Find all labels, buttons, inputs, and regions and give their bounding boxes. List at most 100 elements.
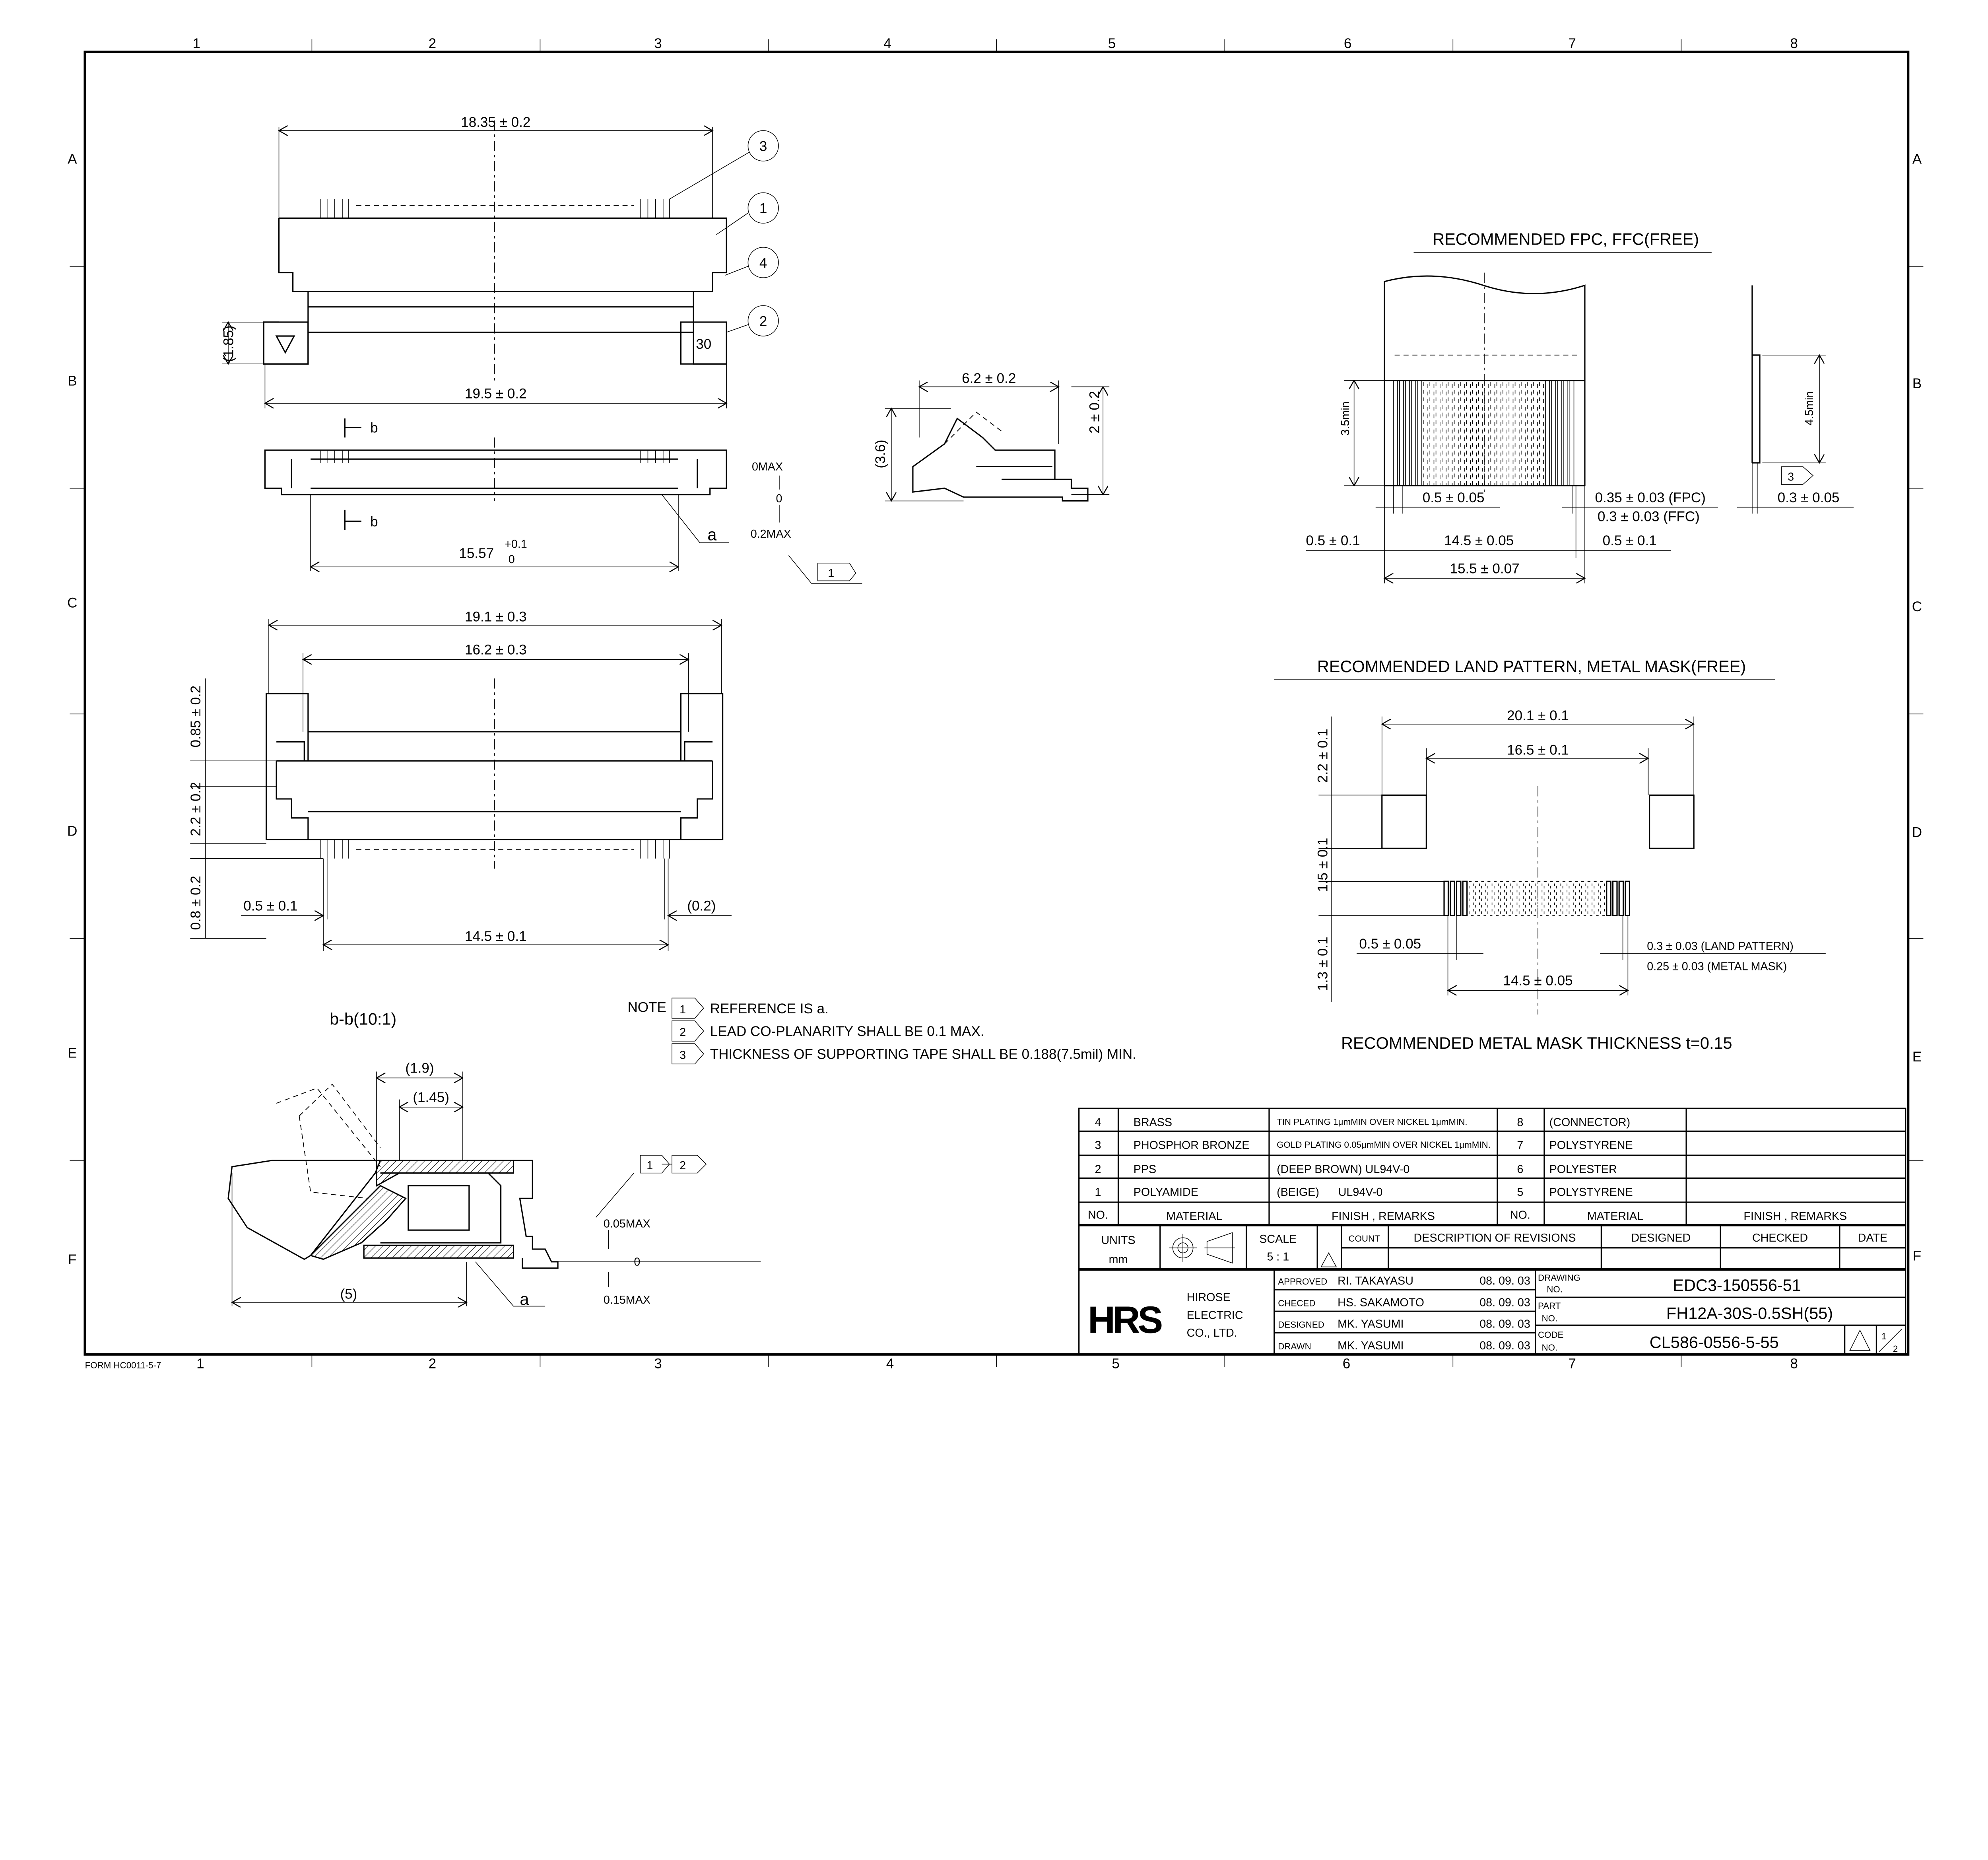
fpc-contact	[1521, 380, 1526, 486]
dim1: (1.9)	[405, 1061, 434, 1076]
material-name: POLYESTER	[1549, 1163, 1617, 1176]
land-pad	[1569, 881, 1574, 916]
fpc-contact	[1423, 380, 1428, 486]
header-material: MATERIAL	[1166, 1210, 1222, 1223]
column-label: 6	[1343, 1356, 1351, 1372]
rev-header-checked: CHECKED	[1752, 1232, 1808, 1244]
section-title: b-b(10:1)	[330, 1010, 396, 1028]
dim-v1: 0.85 ± 0.2	[188, 686, 204, 748]
material-name: PPS	[1134, 1163, 1156, 1176]
land-pad	[1625, 880, 1631, 916]
fpc-contact	[1514, 380, 1520, 486]
rev-header-description: DESCRIPTION OF REVISIONS	[1414, 1232, 1576, 1244]
fpc-contact	[1405, 380, 1410, 486]
svg-text:HRS: HRS	[1088, 1298, 1162, 1341]
company-name: HIROSE	[1187, 1291, 1231, 1304]
signoff-role: DRAWN	[1278, 1341, 1311, 1351]
material-name: POLYAMIDE	[1134, 1186, 1198, 1199]
column-label: 5	[1108, 36, 1116, 51]
land-pad	[1543, 881, 1549, 916]
fpc-flag: 3	[1788, 471, 1794, 484]
material-no: 2	[1095, 1163, 1101, 1176]
tol-label: 0.05MAX	[604, 1218, 650, 1230]
balloon-4: 4	[759, 255, 767, 271]
part-no-label: PART	[1538, 1301, 1561, 1311]
column-label: 8	[1790, 36, 1798, 51]
dim-height: 2 ± 0.2	[1087, 391, 1103, 433]
material-name: BRASS	[1134, 1116, 1172, 1129]
fpc-contact	[1490, 380, 1495, 486]
row-label: B	[68, 373, 77, 389]
column-label: 4	[886, 1356, 894, 1372]
land-pad	[1581, 881, 1586, 916]
drawing-no-label: NO.	[1547, 1284, 1563, 1294]
material-no: 3	[1095, 1139, 1101, 1152]
balloon-3: 3	[759, 138, 767, 154]
dim-span: 14.5 ± 0.1	[465, 929, 527, 944]
part-no-label: NO.	[1542, 1314, 1558, 1324]
material-name: (CONNECTOR)	[1549, 1116, 1630, 1129]
tol-label: 0MAX	[752, 461, 783, 473]
signoff-name: MK. YASUMI	[1338, 1339, 1404, 1352]
fpc-contact	[1478, 380, 1483, 486]
row-label: E	[1912, 1049, 1922, 1065]
land-pad	[1475, 881, 1480, 916]
land-inner: 16.5 ± 0.1	[1507, 742, 1569, 758]
land-pad	[1538, 881, 1543, 916]
front-view: b b 15.57 +0.1 0 a 0MAX 0 0.2MAX 1	[264, 418, 862, 584]
side-view: 6.2 ± 0.2 2 ± 0.2 (3.6)	[873, 371, 1110, 501]
column-label: 3	[654, 1356, 662, 1372]
note-text: REFERENCE IS a.	[710, 1001, 829, 1016]
drawing-no: EDC3-150556-51	[1673, 1276, 1801, 1294]
signoff-name: HS. SAKAMOTO	[1338, 1296, 1424, 1309]
part-no: FH12A-30S-0.5SH(55)	[1666, 1304, 1833, 1322]
material-no: 8	[1517, 1116, 1523, 1129]
fpc-contact	[1472, 380, 1477, 486]
tol-lower: 0	[509, 553, 515, 566]
section-mark: b	[370, 514, 378, 529]
signoff-name: RI. TAKAYASU	[1338, 1275, 1413, 1287]
leader-a: a	[520, 1290, 529, 1308]
sheet-total: 2	[1893, 1344, 1898, 1354]
fpc-contact	[1563, 380, 1569, 486]
land-pad	[1450, 880, 1455, 916]
material-no: 6	[1517, 1163, 1523, 1176]
column-label: 7	[1568, 1356, 1576, 1372]
notes: NOTE 1 2 3 REFERENCE IS a. LEAD CO-PLANA…	[627, 997, 1136, 1065]
fpc-contact	[1442, 380, 1446, 486]
fpc-contact	[1503, 380, 1507, 486]
header-no: NO.	[1088, 1209, 1108, 1221]
row-label: E	[68, 1045, 77, 1061]
land-pad-mask: 0.25 ± 0.03 (METAL MASK)	[1647, 960, 1787, 973]
land-pattern: RECOMMENDED LAND PATTERN, METAL MASK(FRE…	[1274, 657, 1826, 1052]
fpc-contact	[1399, 380, 1404, 486]
fpc-contact	[1417, 380, 1422, 486]
signoff-date: 08. 09. 03	[1479, 1339, 1530, 1352]
header-finish: FINISH , REMARKS	[1332, 1210, 1435, 1223]
material-finish: TIN PLATING 1μmMIN OVER NICKEL 1μmMIN.	[1277, 1117, 1467, 1127]
code-no-label: NO.	[1542, 1343, 1558, 1353]
fpc-contact	[1393, 380, 1398, 486]
land-v1: 2.2 ± 0.1	[1315, 729, 1331, 783]
engineering-drawing: 1 2 3 4 5 6 7 8 1 2 3 4 5 6 7 8 A B C D …	[67, 36, 1924, 1372]
land-pad	[1531, 881, 1536, 916]
land-v2: 1.5 ± 0.1	[1315, 838, 1331, 892]
bottom-view: 19.1 ± 0.3 16.2 ± 0.3 0.85 ± 0.2 2.2 ± 0…	[188, 609, 732, 951]
fpc-contact	[1484, 380, 1489, 486]
fpc-contact	[1527, 380, 1532, 486]
material-finish: (DEEP BROWN) UL94V-0	[1277, 1163, 1409, 1176]
row-label: C	[1912, 599, 1922, 614]
signoff-role: DESIGNED	[1278, 1320, 1324, 1330]
fpc-pitch: 0.5 ± 0.05	[1423, 490, 1485, 505]
third-angle-projection-icon	[1169, 1232, 1235, 1264]
column-label: 2	[429, 1356, 437, 1372]
land-pad	[1587, 881, 1592, 916]
scale-value: 5 : 1	[1267, 1251, 1289, 1263]
row-label: C	[67, 595, 77, 610]
land-pad	[1612, 880, 1618, 916]
fpc-contact	[1411, 380, 1416, 486]
balloon-2: 2	[759, 314, 767, 329]
column-label: 1	[196, 1356, 204, 1372]
land-outer: 20.1 ± 0.1	[1507, 708, 1569, 723]
row-label: A	[1912, 151, 1922, 167]
